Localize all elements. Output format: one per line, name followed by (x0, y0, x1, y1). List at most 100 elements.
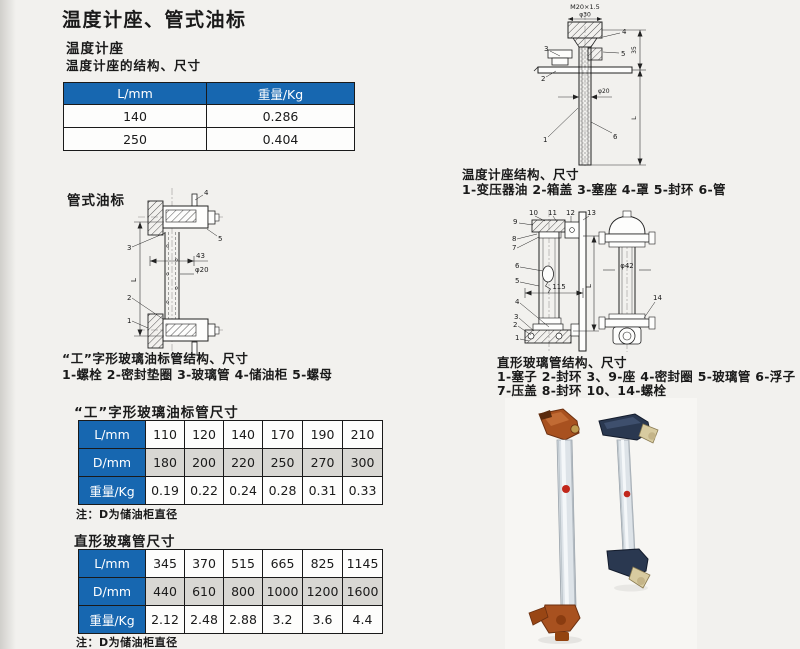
table-cell: 1600 (342, 577, 383, 606)
svg-text:13: 13 (587, 209, 596, 217)
svg-text:115: 115 (552, 283, 565, 291)
svg-text:φ20: φ20 (598, 88, 610, 95)
svg-text:8: 8 (512, 235, 516, 243)
thread-dimension-label: M20×1.5 (570, 3, 600, 11)
table-cell: 270 (302, 448, 343, 477)
table-row: L/mm 重量/Kg (63, 82, 355, 105)
left-view-bottom-fitting (524, 317, 580, 344)
svg-text:11: 11 (548, 209, 557, 217)
dia20-label: φ20 (180, 266, 209, 275)
table-cell: 0.24 (223, 476, 263, 505)
float-dot (562, 485, 570, 493)
table-row: 重量/Kg 2.12 2.48 2.88 3.2 3.6 4.4 (78, 605, 383, 634)
i-gauge-caption-parts: 1-螺栓 2-密封垫圈 3-玻璃管 4-储油柜 5-螺母 (62, 367, 333, 382)
page-title: 温度计座、管式油标 (62, 9, 247, 31)
dia20-dimension: φ20 (558, 88, 612, 100)
svg-text:5: 5 (515, 277, 519, 285)
row-header: D/mm (78, 577, 146, 606)
table-cell: 250 (63, 127, 207, 151)
svg-text:L: L (585, 284, 593, 288)
table-row: 重量/Kg 0.19 0.22 0.24 0.28 0.31 0.33 (78, 476, 383, 505)
product-photo (505, 398, 697, 649)
dim-35-label: 35 (631, 46, 638, 54)
table-cell: 200 (184, 448, 224, 477)
dia30-dimension: φ30 (568, 12, 602, 21)
table-cell: 2.12 (145, 605, 185, 634)
table-row: L/mm 345 370 515 665 825 1145 (78, 549, 383, 578)
table-cell: 2.48 (184, 605, 224, 634)
seat-cap (567, 21, 603, 48)
dim-L-label: L (630, 116, 638, 120)
i-table-title: “工”字形玻璃油标管尺寸 (74, 405, 239, 421)
table-cell: 1000 (262, 577, 303, 606)
table-cell: 800 (223, 577, 263, 606)
svg-text:4: 4 (204, 189, 209, 197)
table-row: 250 0.404 (63, 127, 355, 151)
seat-table: L/mm 重量/Kg 140 0.286 250 0.404 (63, 82, 355, 151)
svg-text:1: 1 (127, 317, 131, 325)
svg-text:φ30: φ30 (579, 12, 591, 19)
table-cell: 190 (302, 420, 343, 449)
svg-text:7: 7 (512, 244, 516, 252)
seat-drawing-caption-title: 温度计座结构、尺寸 (462, 167, 580, 182)
svg-text:4: 4 (622, 28, 627, 36)
table-cell: 0.19 (145, 476, 185, 505)
svg-text:14: 14 (653, 294, 662, 302)
table-cell: 300 (342, 448, 383, 477)
svg-text:3: 3 (544, 45, 548, 53)
table-cell: 0.28 (262, 476, 303, 505)
svg-text:1: 1 (543, 136, 547, 144)
table-cell: 140 (63, 104, 207, 128)
left-oil-gauge (528, 408, 581, 641)
svg-text:L: L (130, 278, 138, 282)
scan-edge-shadow (0, 0, 16, 649)
table-cell: 665 (262, 549, 303, 578)
straight-caption-title: 直形玻璃管结构、尺寸 (497, 355, 628, 370)
straight-caption-line1: 1-塞子 2-封环 3、9-座 4-密封圈 5-玻璃管 6-浮子 (497, 369, 796, 384)
straight-caption-line2: 7-压盖 8-封环 10、14-螺栓 (497, 383, 667, 398)
svg-text:3: 3 (514, 313, 518, 321)
table-row: L/mm 110 120 140 170 190 210 (78, 420, 383, 449)
dim-43: 43 (149, 252, 208, 266)
table-cell: 250 (262, 448, 303, 477)
table-cell: 220 (223, 448, 263, 477)
callouts: 4 5 3 2 1 6 (541, 28, 627, 144)
table-cell: 515 (223, 549, 263, 578)
table-cell: 110 (145, 420, 185, 449)
callouts: 4 5 3 2 1 (127, 189, 222, 329)
svg-text:10: 10 (529, 209, 538, 217)
svg-text:6: 6 (515, 262, 520, 270)
table-cell: 440 (145, 577, 185, 606)
row-header: D/mm (78, 448, 146, 477)
table-cell: 3.6 (302, 605, 343, 634)
brass-plug (570, 424, 580, 434)
svg-text:43: 43 (196, 252, 205, 260)
table-row: D/mm 180 200 220 250 270 300 (78, 448, 383, 477)
svg-text:9: 9 (513, 218, 517, 226)
table-cell: 140 (223, 420, 263, 449)
top-reservoir-assembly (147, 200, 220, 236)
seat-drawing-caption-parts: 1-变压器油 2-箱盖 3-塞座 4-罩 5-封环 6-管 (462, 182, 726, 197)
table-cell: 180 (145, 448, 185, 477)
svg-text:2: 2 (513, 321, 517, 329)
i-table-note: 注：D为储油柜直径 (76, 508, 178, 521)
svg-text:5: 5 (621, 50, 625, 58)
i-shape-gauge-drawing: 43 φ20 L 4 5 3 2 1 (127, 188, 224, 360)
table-cell: 210 (342, 420, 383, 449)
table-cell: 1145 (342, 549, 383, 578)
float-dot (623, 490, 631, 498)
svg-text:2: 2 (541, 75, 545, 83)
left-view-tube (538, 232, 560, 324)
svg-text:4: 4 (515, 298, 520, 306)
callouts: 10 11 12 13 9 8 7 6 5 4 3 2 1 14 (512, 209, 662, 342)
svg-text:2: 2 (127, 294, 131, 302)
table-cell: 1200 (302, 577, 343, 606)
straight-dimension-table: L/mm 345 370 515 665 825 1145 D/mm 440 6… (78, 549, 383, 634)
table-cell: 0.286 (206, 104, 355, 128)
table-cell: 825 (302, 549, 343, 578)
svg-text:12: 12 (566, 209, 575, 217)
right-oil-gauge (598, 413, 659, 589)
i-gauge-caption-title: “工”字形玻璃油标管结构、尺寸 (62, 351, 249, 366)
svg-text:6: 6 (613, 133, 618, 141)
plug-nut (547, 49, 573, 66)
